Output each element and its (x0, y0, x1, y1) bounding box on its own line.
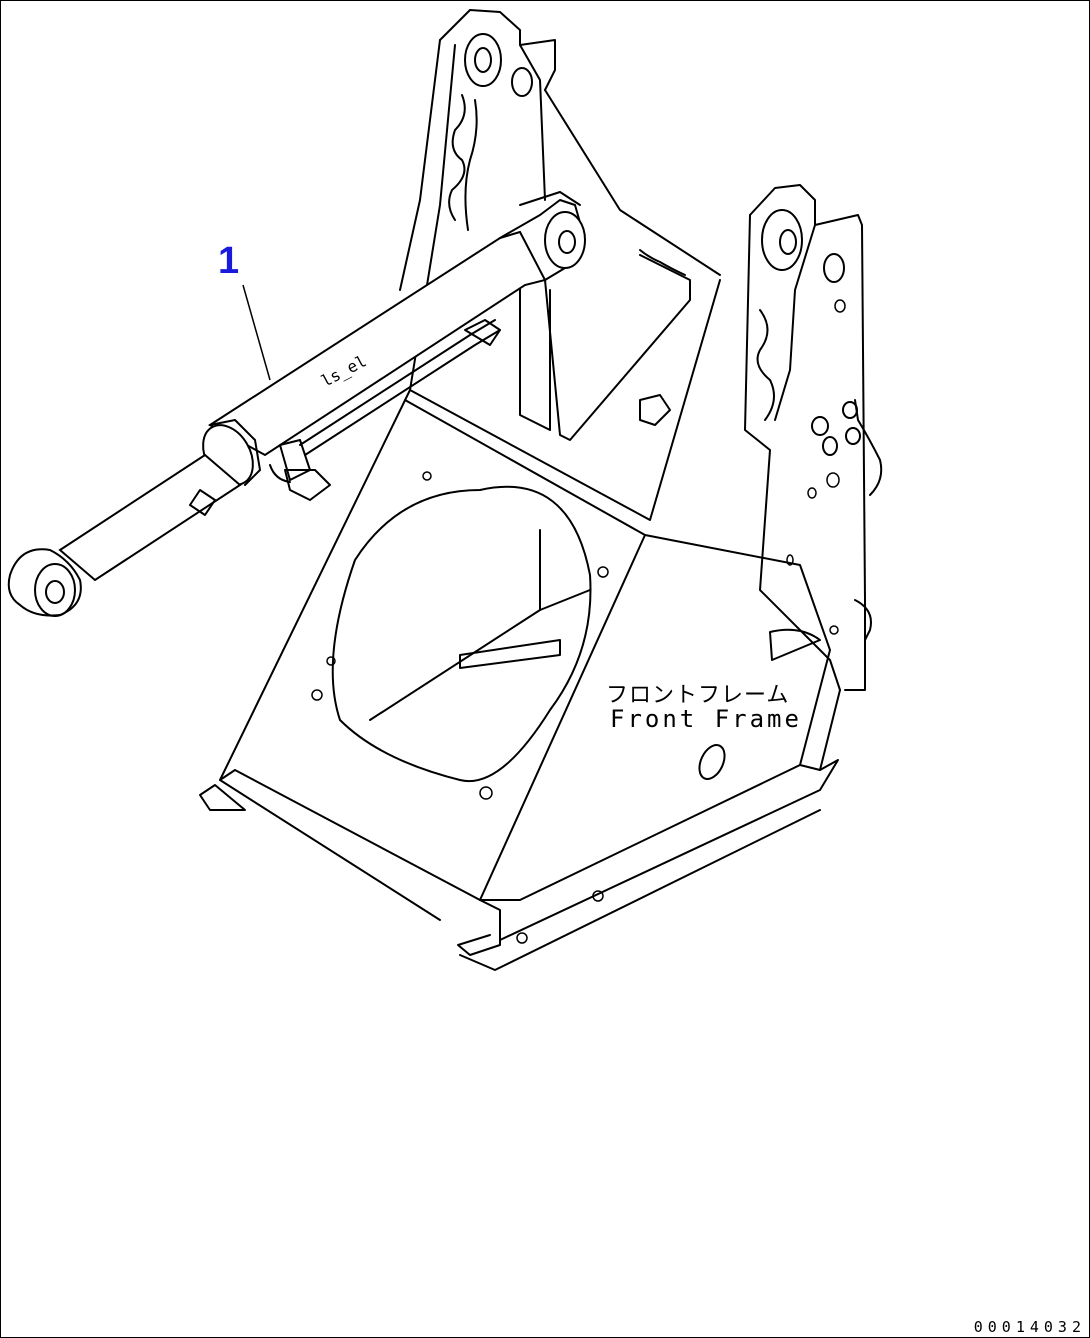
part-label-japanese: フロントフレーム (606, 683, 790, 708)
drawing-id: 00014032 (973, 1318, 1086, 1336)
item-callout-1[interactable]: 1 (218, 240, 240, 282)
hydraulic-cylinder[interactable] (7, 191, 586, 617)
part-label-english: Front Frame (610, 705, 802, 733)
front-frame (199, 9, 883, 971)
